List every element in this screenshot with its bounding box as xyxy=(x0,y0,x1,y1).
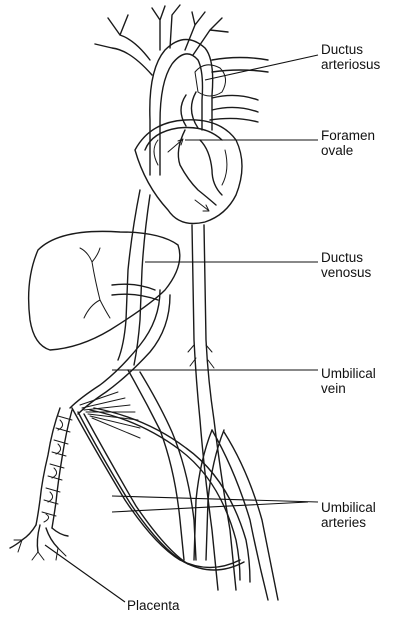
leader-umbilical-arteries-1 xyxy=(112,496,318,502)
heart xyxy=(135,120,242,224)
label-umbilical-vein: Umbilical vein xyxy=(321,366,376,396)
aortic-arch-and-great-vessels xyxy=(95,5,268,175)
label-ductus-venosus-line1: Ductus xyxy=(321,250,371,265)
leader-placenta xyxy=(45,545,125,602)
label-ductus-venosus: Ductus venosus xyxy=(321,250,371,280)
descending-vessels xyxy=(118,190,278,600)
label-umbilical-arteries: Umbilical arteries xyxy=(321,500,376,530)
label-ductus-venosus-line2: venosus xyxy=(321,265,371,280)
label-umbilical-arteries-line2: arteries xyxy=(321,515,376,530)
label-foramen-ovale: Foramen ovale xyxy=(321,128,375,158)
label-umbilical-vein-line1: Umbilical xyxy=(321,366,376,381)
umbilical-cord xyxy=(36,408,72,528)
umbilical-arteries-vessels xyxy=(72,392,250,582)
label-foramen-ovale-line2: ovale xyxy=(321,143,375,158)
label-ductus-arteriosus: Ductus arteriosus xyxy=(321,42,380,72)
label-umbilical-arteries-line1: Umbilical xyxy=(321,500,376,515)
liver xyxy=(29,231,180,350)
label-umbilical-vein-line2: vein xyxy=(321,381,376,396)
label-ductus-arteriosus-line2: arteriosus xyxy=(321,57,380,72)
label-foramen-ovale-line1: Foramen xyxy=(321,128,375,143)
label-placenta: Placenta xyxy=(127,598,180,613)
label-ductus-arteriosus-line1: Ductus xyxy=(321,42,380,57)
